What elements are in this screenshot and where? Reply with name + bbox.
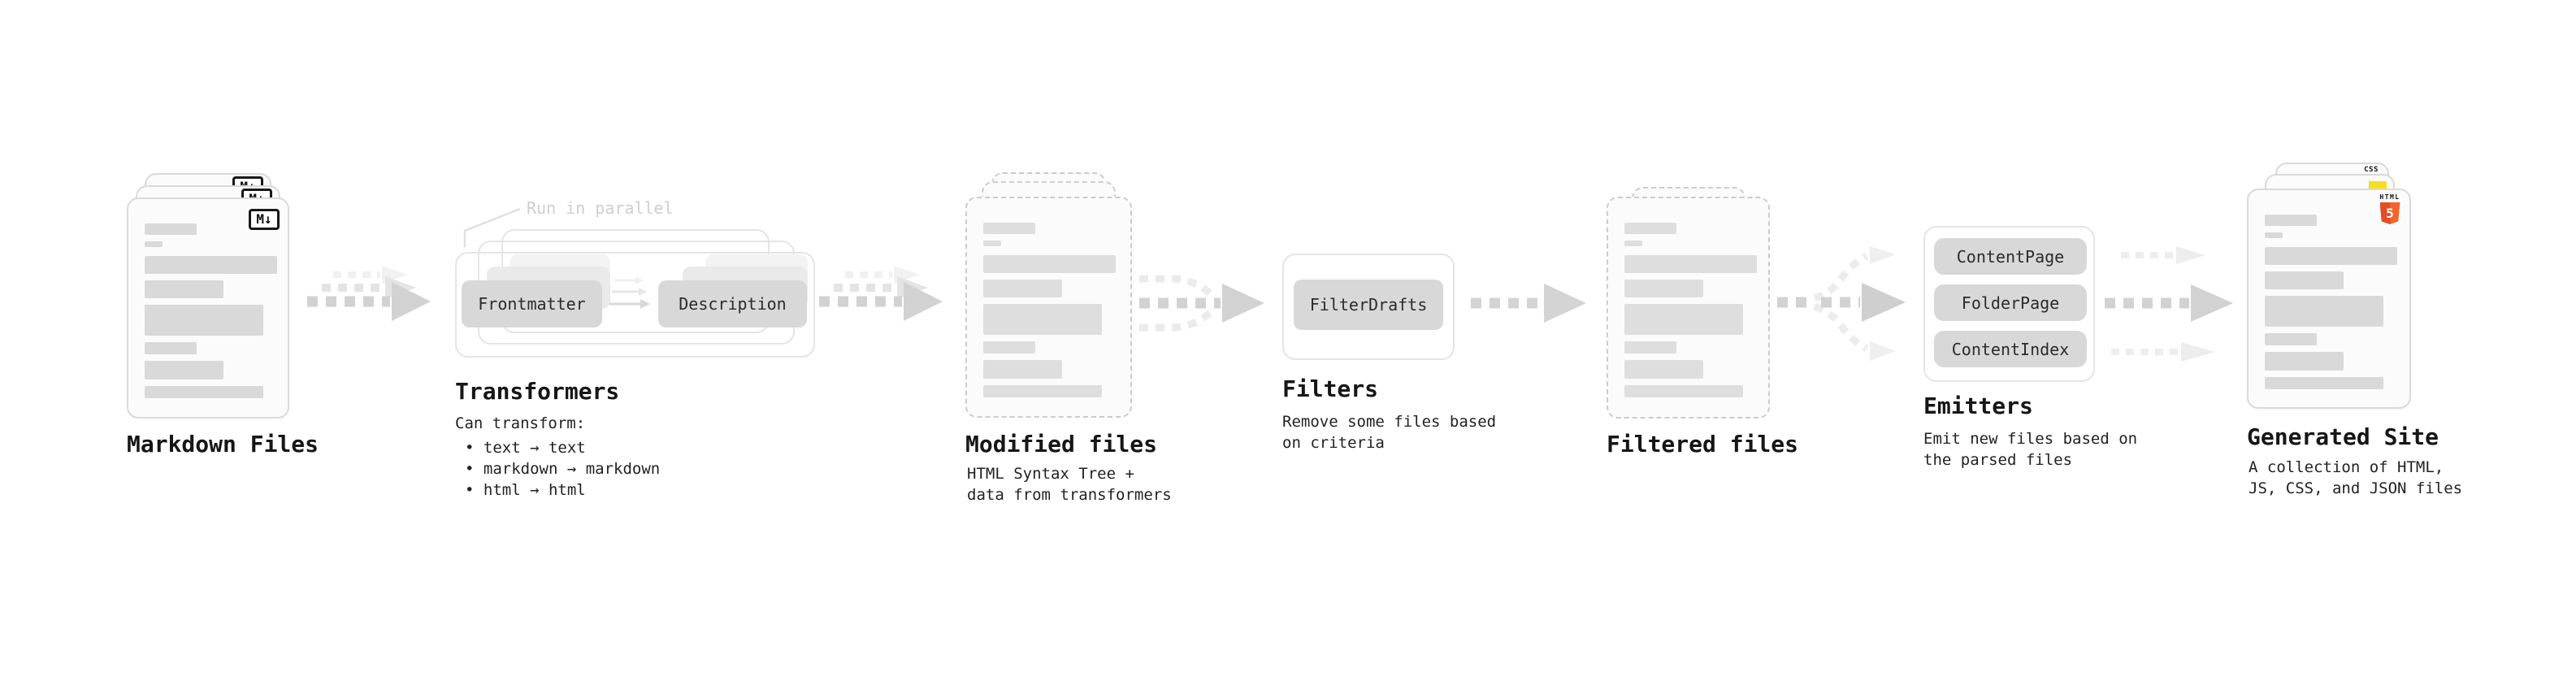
stage-modified-files [965,172,1160,440]
flow-arrow-transformers-to-modified [819,266,943,321]
html5-icon: HTML 5 [2377,194,2403,224]
text-line-placeholder [983,255,1116,273]
text-line-placeholder [145,361,223,380]
parallel-note: Run in parallel [527,198,674,218]
text-line-placeholder [145,241,163,247]
stage-title-filters: Filters [1282,375,1379,402]
text-line-placeholder [145,342,197,354]
filters-caption: Remove some files based on criteria [1282,413,1497,452]
text-line-placeholder [145,280,223,298]
text-line-placeholder [1624,241,1642,246]
file-card: HTML 5 [2247,189,2411,409]
text-line-placeholder [2265,247,2397,265]
flow-arrow-emitters-top [2121,246,2205,264]
stage-title-markdown-files: Markdown Files [127,431,319,458]
stage-title-filtered-files: Filtered files [1607,431,1799,458]
text-line-placeholder [983,304,1102,335]
stage-title-transformers: Transformers [455,378,620,405]
flow-arrow-filtered-to-emitters [1777,246,1906,361]
text-line-placeholder [983,280,1062,297]
emitter-node-folderpage: FolderPage [1934,284,2087,321]
flow-arrow-markdown-to-transformers [307,266,431,321]
transformers-bullet: • markdown → markdown [465,460,661,478]
text-line-placeholder [983,360,1062,379]
emitter-node-contentindex: ContentIndex [1934,331,2087,367]
transformer-node-frontmatter: Frontmatter [462,280,602,327]
stage-title-modified-files: Modified files [965,431,1158,458]
text-line-placeholder [1624,280,1703,297]
text-line-placeholder [1624,304,1743,335]
transformers-bullet: • text → text [465,439,586,457]
flow-arrow-modified-to-filters [1139,275,1264,332]
emitter-node-contentpage: ContentPage [1934,238,2087,275]
stage-title-emitters: Emitters [1923,393,2033,419]
parallel-arrows-icon [609,276,650,309]
modified-files-caption: HTML Syntax Tree + data from transformer… [967,465,1172,504]
text-line-placeholder [145,256,277,274]
text-line-placeholder [1624,385,1743,397]
text-line-placeholder [2265,333,2317,345]
transformers-caption-heading: Can transform: [455,414,586,432]
file-card [965,197,1132,418]
text-line-placeholder [1624,360,1703,379]
text-line-placeholder [145,305,263,336]
text-line-placeholder [1624,223,1676,234]
stage-filtered-files [1607,187,1802,447]
text-line-placeholder [145,223,197,235]
text-line-placeholder [145,386,263,398]
stage-markdown-files: M↓ M↓ M↓ [127,173,322,441]
text-line-placeholder [983,385,1102,397]
flow-arrow-emitters-bottom [2111,342,2215,362]
emitters-caption: Emit new files based on the parsed files [1923,430,2138,469]
stage-generated-site: CSS HTML 5 [2247,163,2442,431]
file-card: M↓ [127,197,289,419]
filter-node-filterdrafts: FilterDrafts [1294,280,1443,330]
text-line-placeholder [1624,255,1757,273]
text-line-placeholder [2265,271,2344,289]
text-line-placeholder [2265,215,2317,226]
flow-arrow-filters-to-filtered [1471,284,1586,323]
generated-site-caption: A collection of HTML, JS, CSS, and JSON … [2249,458,2463,497]
text-line-placeholder [983,223,1035,234]
text-line-placeholder [2265,352,2344,371]
transformer-node-description: Description [658,280,807,327]
emitters-panel [1923,226,2095,382]
text-line-placeholder [2265,377,2383,389]
callout-line [463,207,521,247]
text-line-placeholder [2265,232,2283,238]
text-line-placeholder [983,241,1001,246]
stage-title-generated-site: Generated Site [2247,423,2439,450]
filters-panel [1282,254,1455,360]
text-line-placeholder [2265,296,2383,327]
transformer-panel-front [455,252,815,358]
file-card [1607,197,1770,419]
flow-arrow-emitters-middle [2105,284,2233,322]
transformers-bullet: • html → html [465,481,586,499]
text-line-placeholder [983,341,1035,354]
markdown-icon: M↓ [249,209,280,230]
text-line-placeholder [1624,341,1676,354]
